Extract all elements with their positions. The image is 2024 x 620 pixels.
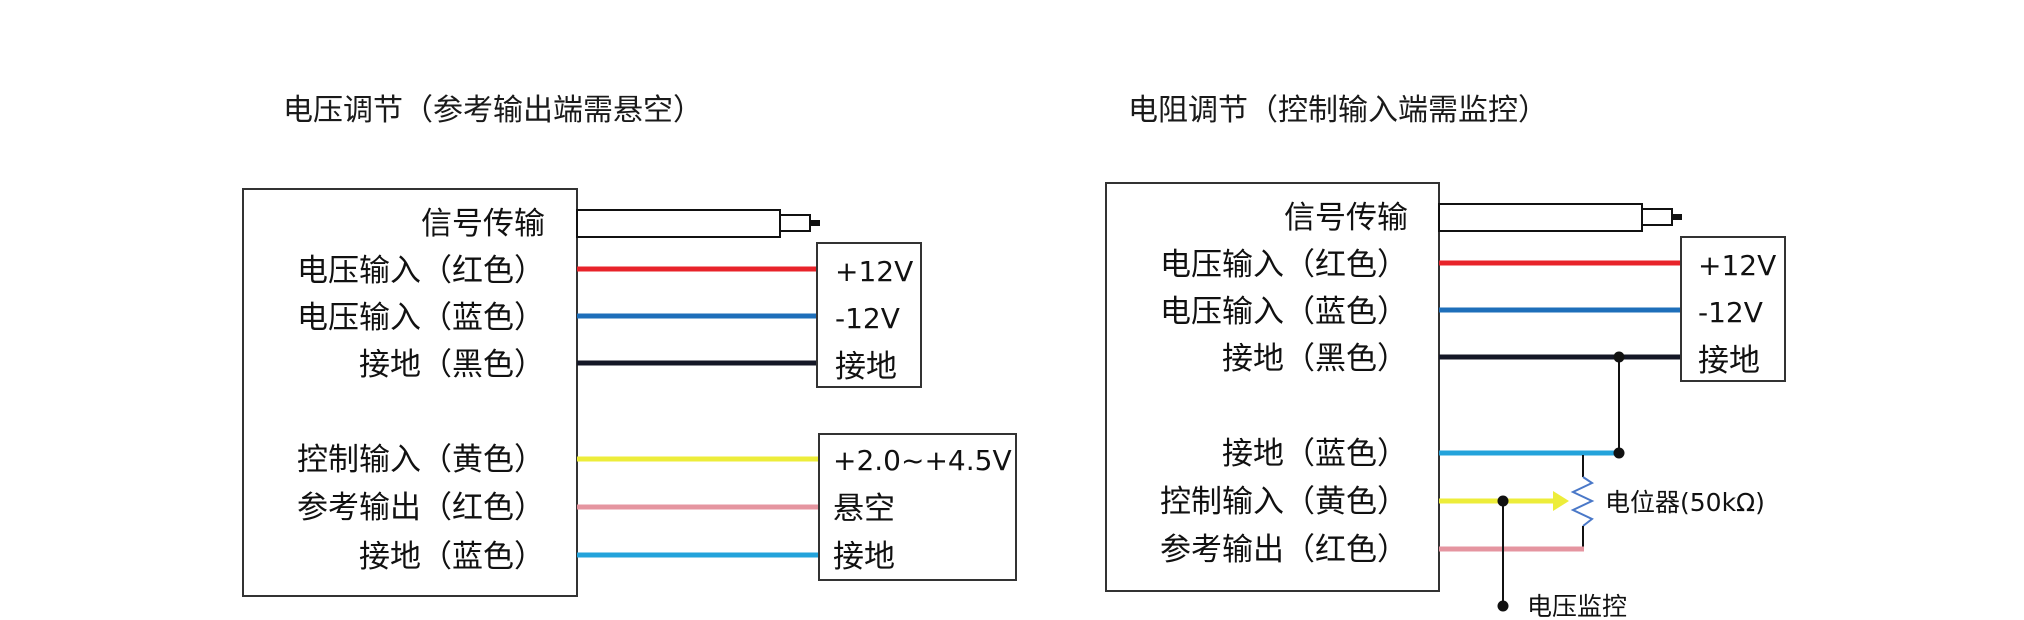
right-power-minus12: -12V xyxy=(1698,296,1763,329)
right-junction-dot-ground xyxy=(1613,447,1625,459)
right-label-reference-red: 参考输出（红色） xyxy=(1160,532,1408,568)
left-label-ground-blue: 接地（蓝色） xyxy=(359,539,545,575)
right-junction-dot-black xyxy=(1613,351,1625,363)
left-power-plus12: +12V xyxy=(835,255,913,288)
left-control-floating: 悬空 xyxy=(833,491,895,527)
right-label-signal: 信号传输 xyxy=(1284,200,1408,236)
right-label-ground-blue: 接地（蓝色） xyxy=(1222,436,1408,472)
left-label-voltage-blue: 电压输入（蓝色） xyxy=(297,300,545,336)
left-control-ground: 接地 xyxy=(833,539,895,575)
right-diagram-title: 电阻调节（控制输入端需监控） xyxy=(1128,93,1548,128)
right-label-voltage-blue: 电压输入（蓝色） xyxy=(1160,294,1408,330)
monitor-junction-dot xyxy=(1497,495,1509,507)
potentiometer-label: 电位器(50kΩ) xyxy=(1605,488,1765,517)
left-control-voltage: +2.0~+4.5V xyxy=(833,444,1012,477)
left-label-voltage-red: 电压输入（红色） xyxy=(297,253,545,289)
left-power-box xyxy=(816,242,922,388)
left-label-signal: 信号传输 xyxy=(421,206,545,242)
left-label-control-yellow: 控制输入（黄色） xyxy=(297,442,545,478)
left-signal-cable-icon xyxy=(576,209,820,238)
right-power-plus12: +12V xyxy=(1698,249,1776,282)
potentiometer-icon xyxy=(1570,455,1595,549)
right-power-box xyxy=(1680,236,1786,382)
right-label-ground-black: 接地（黑色） xyxy=(1222,341,1408,377)
monitor-terminal-dot xyxy=(1497,600,1509,612)
left-device-box xyxy=(242,188,578,597)
voltage-regulation-diagram: 电压调节（参考输出端需悬空） 信号传输 电压输入（红色） 电压输入（蓝色） 接地… xyxy=(242,93,1017,597)
right-power-ground: 接地 xyxy=(1698,343,1760,379)
right-signal-cable-icon xyxy=(1438,203,1682,232)
left-label-reference-red: 参考输出（红色） xyxy=(297,490,545,526)
arrow-right-icon xyxy=(1553,491,1569,511)
right-device-box xyxy=(1105,182,1440,592)
left-label-ground-black: 接地（黑色） xyxy=(359,347,545,383)
right-label-control-yellow: 控制输入（黄色） xyxy=(1160,484,1408,520)
left-power-minus12: -12V xyxy=(835,302,900,335)
voltage-monitor-label: 电压监控 xyxy=(1527,592,1627,620)
left-diagram-title: 电压调节（参考输出端需悬空） xyxy=(283,93,703,128)
resistance-regulation-diagram: 电阻调节（控制输入端需监控） 信号传输 电压输入（红色） 电压输入（蓝色） 接地… xyxy=(1105,93,1786,620)
left-power-ground: 接地 xyxy=(835,349,897,385)
left-control-box xyxy=(818,433,1017,581)
right-label-voltage-red: 电压输入（红色） xyxy=(1160,247,1408,283)
